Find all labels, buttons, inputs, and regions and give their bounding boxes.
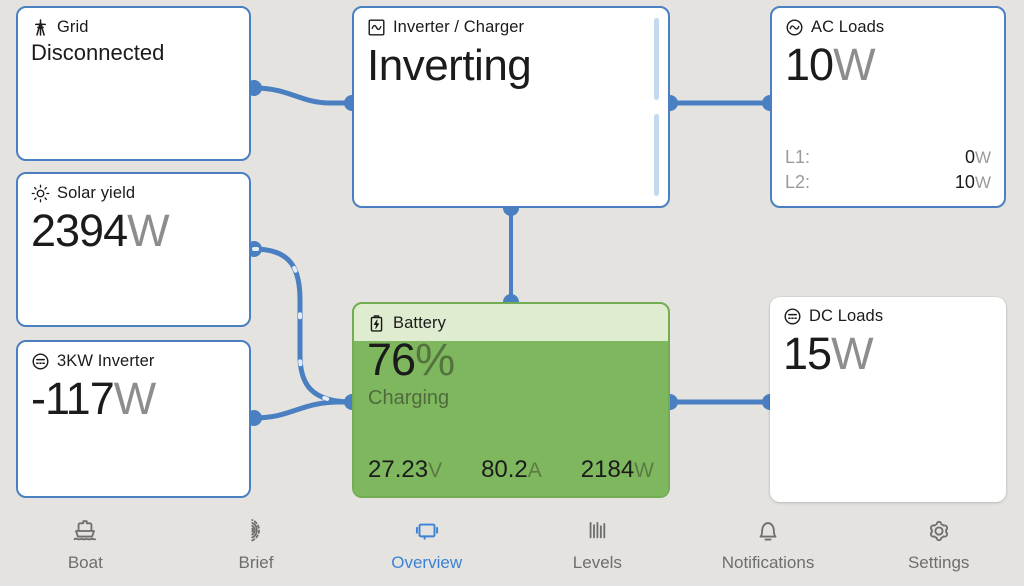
battery-stats-row: 27.23V 80.2A 2184W	[368, 456, 654, 484]
battery-state: Charging	[368, 387, 450, 409]
card-solar-title: Solar yield	[57, 183, 136, 202]
card-ac-loads-value: 10	[785, 39, 834, 90]
card-grid-status: Disconnected	[31, 40, 165, 65]
card-dc-loads-title: DC Loads	[809, 306, 884, 325]
ac-loads-phase-value: 10W	[955, 170, 991, 195]
bell-icon	[753, 516, 783, 546]
card-dc-loads-unit: W	[831, 328, 873, 379]
inverter-square-icon	[367, 18, 386, 37]
ac-loads-phase-number: 10	[954, 172, 975, 192]
card-grid-header: Grid	[18, 8, 249, 38]
ac-circle-icon	[785, 18, 804, 37]
battery-current-unit: A	[527, 459, 542, 482]
nav-item-notifications[interactable]: Notifications	[683, 516, 854, 573]
ac-loads-phase-list: L1: 0W L2: 10W	[785, 145, 991, 195]
nav-label-overview: Overview	[391, 552, 463, 572]
ac-loads-phase-row: L2: 10W	[785, 170, 991, 195]
nav-label-levels: Levels	[572, 552, 622, 572]
battery-soc-unit: %	[415, 334, 455, 385]
sun-icon	[31, 184, 50, 203]
card-ac-loads[interactable]: AC Loads 10W L1: 0W L2: 10W	[770, 6, 1006, 208]
card-solar-value-row: 2394W	[18, 204, 249, 257]
ac-loads-phase-label: L2:	[785, 172, 811, 192]
battery-current-value: 80.2	[481, 456, 528, 483]
ac-loads-phase-label: L1:	[785, 147, 811, 167]
card-3kw-inverter-value-row: -117W	[18, 372, 249, 425]
nav-label-brief: Brief	[238, 552, 274, 572]
battery-voltage-unit: V	[428, 459, 443, 482]
battery-power-unit: W	[634, 459, 654, 482]
card-inverter-charger-header: Inverter / Charger	[354, 8, 668, 38]
card-ac-loads-unit: W	[833, 39, 875, 90]
card-solar-unit: W	[127, 205, 169, 256]
nav-item-overview[interactable]: Overview	[341, 516, 512, 573]
overview-icon	[412, 516, 442, 546]
ac-loads-phase-unit: W	[974, 148, 991, 167]
nav-label-boat: Boat	[67, 552, 103, 572]
card-inverter-charger-status: Inverting	[367, 41, 532, 90]
card-battery-title: Battery	[393, 313, 446, 332]
battery-power-value: 2184	[580, 456, 635, 483]
nav-item-settings[interactable]: Settings	[853, 516, 1024, 573]
levels-icon	[582, 516, 612, 546]
card-ac-loads-title: AC Loads	[811, 17, 885, 36]
card-ac-loads-value-row: 10W	[772, 38, 1004, 91]
card-battery[interactable]: Battery 76% Charging 27.23V 80.2A 2184W	[352, 302, 670, 498]
battery-voltage-value: 27.23	[368, 456, 429, 483]
nav-item-boat[interactable]: Boat	[0, 516, 171, 573]
wire-grid-to-inverter	[251, 85, 355, 106]
nav-item-brief[interactable]: Brief	[171, 516, 342, 573]
card-dc-loads-value: 15	[783, 328, 832, 379]
card-inverter-charger[interactable]: Inverter / Charger Inverting	[352, 6, 670, 208]
transmission-tower-icon	[31, 18, 50, 37]
nav-item-levels[interactable]: Levels	[512, 516, 683, 573]
card-3kw-inverter-unit: W	[113, 373, 156, 424]
ac-loads-phase-value: 0W	[965, 145, 991, 170]
wire-flow-solar	[252, 247, 354, 404]
ac-loads-phase-unit: W	[974, 173, 991, 192]
battery-soc-row: 76%	[354, 334, 668, 386]
inverter-level-indicator-top	[654, 18, 659, 100]
card-solar-value: 2394	[31, 205, 128, 256]
battery-charging-icon	[367, 314, 386, 333]
dc-circle-icon	[31, 352, 50, 371]
card-battery-body: 76% Charging	[354, 334, 668, 410]
card-dc-loads[interactable]: DC Loads 15W	[770, 297, 1006, 502]
wire-inv3kw-to-battery	[251, 399, 355, 421]
card-3kw-inverter[interactable]: 3KW Inverter -117W	[16, 340, 251, 498]
card-solar-header: Solar yield	[18, 174, 249, 204]
gear-icon	[924, 516, 954, 546]
card-dc-loads-header: DC Loads	[770, 297, 1006, 327]
battery-current: 80.2A	[481, 456, 542, 484]
dc-circle-icon	[783, 307, 802, 326]
bottom-navigation: Boat Brief Ove	[0, 502, 1024, 586]
card-dc-loads-value-row: 15W	[770, 327, 1006, 380]
ac-loads-phase-row: L1: 0W	[785, 145, 991, 170]
battery-soc-fill	[354, 341, 668, 496]
card-ac-loads-header: AC Loads	[772, 8, 1004, 38]
card-solar-yield[interactable]: Solar yield 2394W	[16, 172, 251, 327]
card-inverter-charger-title: Inverter / Charger	[393, 17, 525, 36]
card-3kw-inverter-value: -117	[31, 373, 115, 424]
nav-label-notifications: Notifications	[721, 552, 815, 572]
ac-loads-phase-number: 0	[964, 147, 975, 167]
card-3kw-inverter-header: 3KW Inverter	[18, 342, 249, 372]
card-battery-header: Battery	[354, 304, 668, 334]
battery-voltage: 27.23V	[368, 456, 442, 484]
battery-power: 2184W	[581, 456, 654, 484]
wire-solar-to-battery	[251, 246, 355, 405]
card-grid[interactable]: Grid Disconnected	[16, 6, 251, 161]
card-3kw-inverter-title: 3KW Inverter	[57, 351, 155, 370]
inverter-level-indicator-bottom	[654, 114, 659, 196]
boat-icon	[70, 516, 100, 546]
radar-icon	[241, 516, 271, 546]
card-grid-title: Grid	[57, 17, 89, 36]
battery-soc-value: 76	[367, 334, 416, 385]
nav-label-settings: Settings	[907, 552, 970, 572]
